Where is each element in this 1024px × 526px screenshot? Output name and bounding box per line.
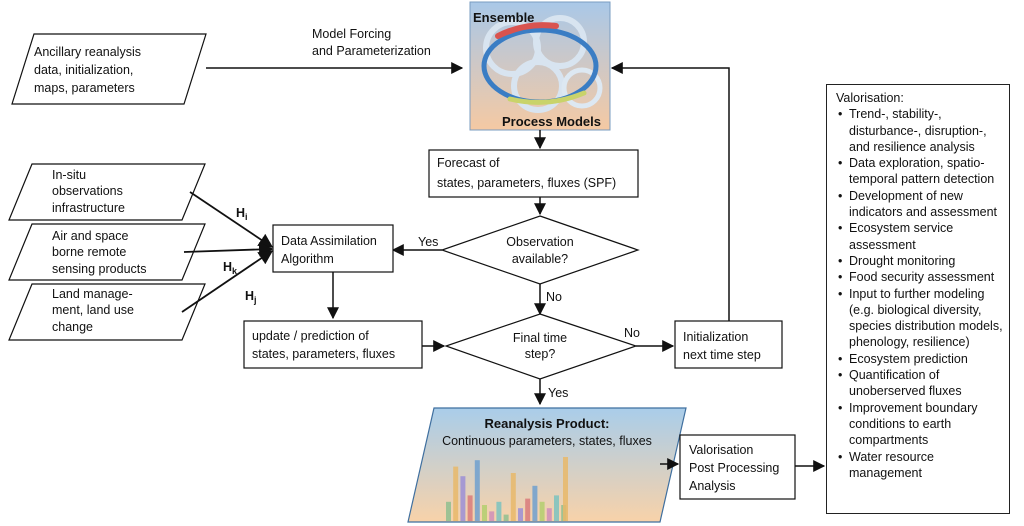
yes-label-observation: Yes	[418, 235, 438, 249]
valorisation-line-2: Post Processing	[689, 461, 779, 475]
ancillary-data-input: Ancillary reanalysis data, initializatio…	[11, 33, 207, 105]
insitu-line-3: infrastructure	[52, 201, 125, 215]
bar-icon-mark	[525, 498, 531, 521]
observation-line-2: available?	[512, 252, 568, 266]
valorisation-list-item: Quantification of unoberserved fluxes	[838, 367, 1003, 400]
bar-icon-mark	[563, 457, 568, 521]
land-use-input: Land manage- ment, land use change	[8, 283, 206, 341]
valorisation-list-item: Ecosystem prediction	[838, 351, 1003, 368]
ensemble-process-models-box: Ensemble Process Models	[469, 1, 611, 131]
arrow-insitu-to-assimilation	[189, 191, 274, 248]
valorisation-list-item: Trend-, stability-, disturbance-, disrup…	[838, 106, 1003, 155]
bar-icon-mark	[446, 501, 451, 521]
valorisation-list: Trend-, stability-, disturbance-, disrup…	[836, 106, 1003, 481]
assimilation-line-2: Algorithm	[281, 252, 334, 266]
data-assimilation-box: Data Assimilation Algorithm	[272, 224, 394, 273]
valorisation-list-title: Valorisation:	[836, 91, 904, 105]
final-time-step-decision: Final time step?	[444, 313, 638, 380]
bar-icon-mark	[489, 511, 495, 521]
no-label-final: No	[624, 326, 640, 340]
valorisation-line-3: Analysis	[689, 479, 736, 493]
forecast-line-2: states, parameters, fluxes (SPF)	[437, 176, 616, 190]
bar-icon-mark	[467, 495, 473, 521]
remote-line-3: sensing products	[52, 262, 147, 276]
remote-sensing-input: Air and space borne remote sensing produ…	[8, 223, 206, 281]
update-line-1: update / prediction of	[252, 329, 369, 343]
operator-h-i: Hi	[236, 206, 248, 222]
reanalysis-subtitle: Continuous parameters, states, fluxes	[442, 434, 652, 448]
valorisation-list-item: Input to further modeling (e.g. biologic…	[838, 286, 1003, 351]
ancillary-line-2: data, initialization,	[34, 63, 133, 77]
arrow-landuse-to-assimilation	[181, 250, 274, 313]
bar-icon-mark	[510, 473, 516, 521]
final-line-2: step?	[525, 347, 556, 361]
valorisation-line-1: Valorisation	[689, 443, 753, 457]
bar-icon-mark	[539, 501, 545, 521]
yes-label-final: Yes	[548, 386, 568, 400]
valorisation-list-item: Ecosystem service assessment	[838, 220, 1003, 253]
arrow-remote-to-assimilation	[183, 242, 274, 257]
bar-icon-mark	[474, 460, 480, 521]
forcing-label-line-2: and Parameterization	[312, 44, 431, 58]
operator-h-k: Hk	[223, 260, 238, 276]
no-label-observation: No	[546, 290, 562, 304]
landuse-line-3: change	[52, 320, 93, 334]
init-line-2: next time step	[683, 348, 761, 362]
assimilation-line-1: Data Assimilation	[281, 234, 377, 248]
valorisation-list-item: Development of new indicators and assess…	[838, 188, 1003, 221]
reanalysis-title: Reanalysis Product:	[485, 416, 610, 431]
remote-line-2: borne remote	[52, 245, 126, 259]
valorisation-process-box: Valorisation Post Processing Analysis	[679, 434, 796, 500]
bar-chart-icon	[446, 457, 568, 521]
insitu-line-2: observations	[52, 184, 123, 198]
forcing-label-line-1: Model Forcing	[312, 27, 391, 41]
valorisation-list-item: Improvement boundary conditions to earth…	[838, 400, 1003, 449]
reanalysis-product: Reanalysis Product: Continuous parameter…	[407, 407, 687, 523]
remote-line-1: Air and space	[52, 229, 128, 243]
final-line-1: Final time	[513, 331, 567, 345]
process-models-title: Process Models	[502, 114, 601, 129]
ancillary-line-1: Ancillary reanalysis	[34, 45, 141, 59]
bar-icon-mark	[554, 495, 559, 521]
bar-icon-mark	[532, 485, 538, 521]
valorisation-list-item: Food security assessment	[838, 269, 1003, 286]
bar-icon-mark	[460, 476, 466, 521]
arrow-init-to-models	[610, 62, 730, 321]
landuse-line-1: Land manage-	[52, 287, 133, 301]
update-line-2: states, parameters, fluxes	[252, 347, 395, 361]
update-prediction-box: update / prediction of states, parameter…	[243, 320, 423, 369]
landuse-line-2: ment, land use	[52, 303, 134, 317]
bar-icon-mark	[496, 501, 502, 521]
bar-icon-mark	[482, 505, 487, 521]
insitu-line-1: In-situ	[52, 168, 86, 182]
ensemble-title: Ensemble	[473, 10, 534, 25]
forecast-box: Forecast of states, parameters, fluxes (…	[428, 149, 639, 198]
operator-h-j: Hj	[245, 289, 257, 305]
observation-line-1: Observation	[506, 235, 573, 249]
valorisation-list-panel: Valorisation: Trend-, stability-, distur…	[826, 84, 1010, 514]
valorisation-list-item: Water resource management	[838, 449, 1003, 482]
ancillary-line-3: maps, parameters	[34, 81, 135, 95]
cycle-arrow-icon	[561, 67, 603, 109]
observation-decision: Observation available?	[440, 215, 640, 285]
bar-icon-mark	[453, 466, 459, 521]
insitu-observations-input: In-situ observations infrastructure	[8, 163, 206, 221]
initialization-box: Initialization next time step	[674, 320, 783, 369]
bar-icon-mark	[546, 508, 552, 521]
forecast-line-1: Forecast of	[437, 156, 500, 170]
valorisation-list-item: Data exploration, spatio-temporal patter…	[838, 155, 1003, 188]
bar-icon-mark	[503, 514, 509, 521]
bar-icon-mark	[518, 508, 523, 521]
init-line-1: Initialization	[683, 330, 748, 344]
valorisation-list-item: Drought monitoring	[838, 253, 1003, 270]
